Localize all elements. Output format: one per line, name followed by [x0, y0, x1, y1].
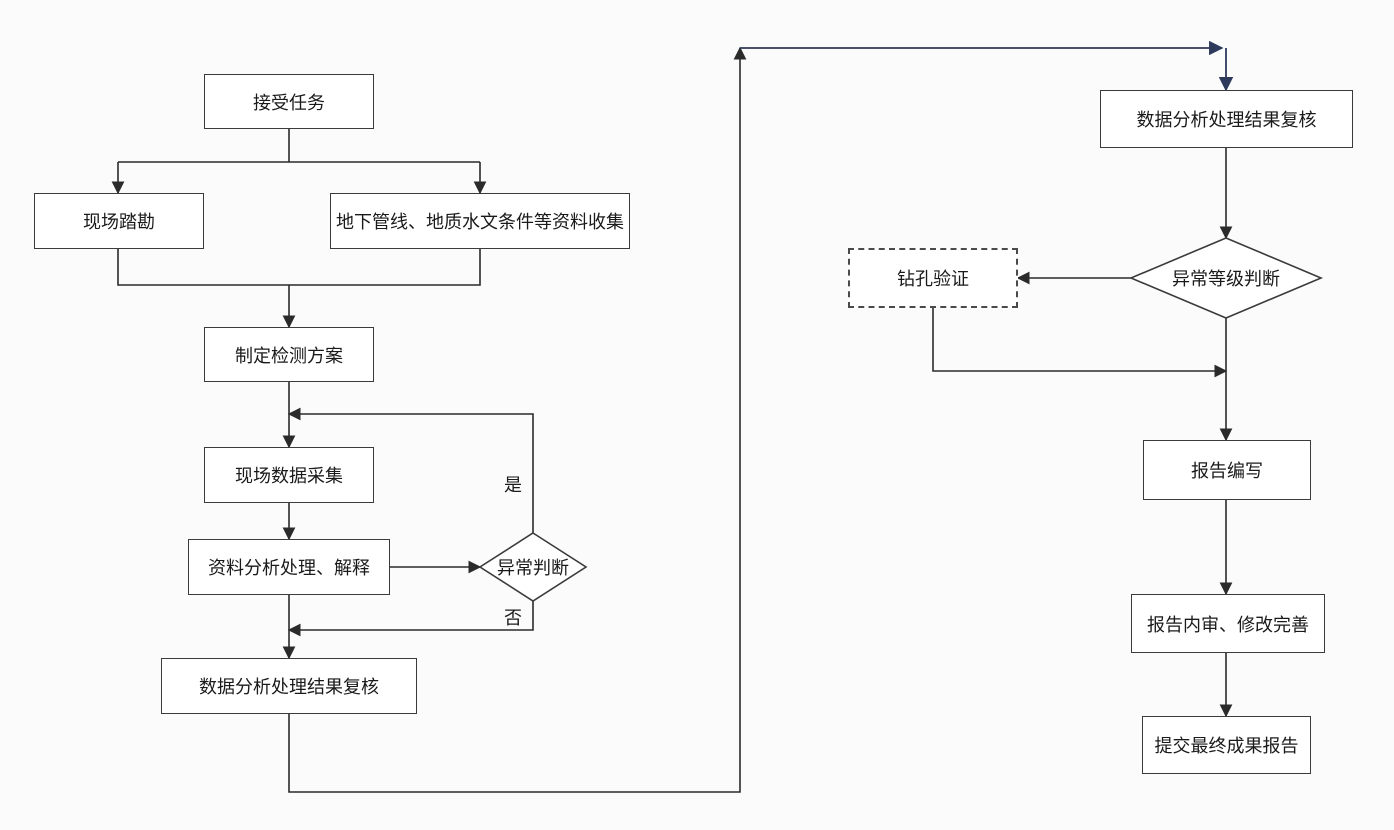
edge-label-no: 否	[504, 608, 522, 629]
node-drill-verify-text: 钻孔验证	[897, 269, 969, 290]
node-make-plan: 制定检测方案	[204, 327, 374, 382]
anomaly-grade-diamond	[1128, 237, 1324, 319]
edge-drill-return	[932, 308, 1228, 378]
node-field-data: 现场数据采集	[204, 447, 374, 503]
node-site-survey-text: 现场踏勘	[83, 212, 155, 233]
node-data-collection: 地下管线、地质水文条件等资料收集	[330, 193, 630, 249]
node-analysis: 资料分析处理、解释	[188, 539, 390, 595]
node-receive-task-text: 接受任务	[253, 92, 325, 114]
node-review-right-text: 数据分析处理结果复核	[1136, 110, 1317, 131]
anomaly-grade-text: 异常等级判断	[1172, 269, 1280, 290]
node-submit-report-text: 提交最终成果报告	[1154, 736, 1299, 757]
node-report-write: 报告编写	[1143, 440, 1311, 500]
node-analysis-text: 资料分析处理、解释	[208, 558, 370, 579]
node-drill-verify: 钻孔验证	[848, 248, 1018, 308]
node-make-plan-text: 制定检测方案	[235, 345, 343, 367]
anomaly-judge-diamond	[478, 532, 588, 602]
node-internal-review-text: 报告内审、修改完善	[1147, 614, 1309, 636]
node-report-write-text: 报告编写	[1191, 461, 1263, 482]
node-internal-review: 报告内审、修改完善	[1131, 594, 1325, 653]
node-submit-report: 提交最终成果报告	[1142, 716, 1311, 774]
node-site-survey: 现场踏勘	[34, 193, 204, 249]
node-receive-task: 接受任务	[204, 74, 374, 129]
node-review-right: 数据分析处理结果复核	[1100, 90, 1353, 148]
edge-judge-no	[287, 601, 534, 637]
edge-split-to-survey	[118, 161, 480, 193]
edge-judge-yes-loop	[287, 407, 534, 533]
anomaly-judge-text: 异常判断	[497, 558, 569, 579]
edge-review-to-connector	[288, 46, 747, 793]
edge-label-yes: 是	[504, 475, 522, 496]
node-review-left: 数据分析处理结果复核	[161, 658, 417, 714]
node-data-collection-text: 地下管线、地质水文条件等资料收集	[336, 212, 624, 233]
node-field-data-text: 现场数据采集	[235, 466, 343, 487]
edge-survey-merge	[117, 249, 481, 286]
node-review-left-text: 数据分析处理结果复核	[199, 677, 379, 698]
